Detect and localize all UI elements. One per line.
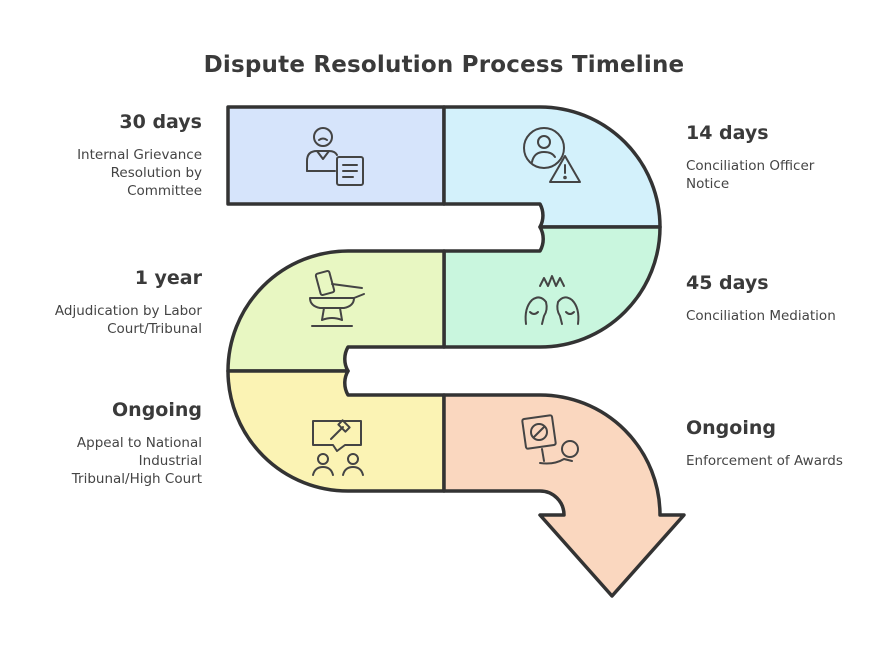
page-title: Dispute Resolution Process Timeline	[203, 52, 685, 78]
stage-label-2: 14 days Conciliation Officer Notice	[686, 121, 876, 193]
stage-segment-5	[226, 369, 446, 493]
stage-duration: 45 days	[686, 272, 769, 294]
stage-description: Internal Grievance Resolution by Committ…	[77, 147, 202, 199]
person-document-icon	[306, 127, 364, 186]
stage-duration: 14 days	[686, 122, 769, 144]
stage-segment-1	[226, 105, 446, 206]
stage-description: Conciliation Officer Notice	[686, 158, 815, 192]
stage-label-4: 1 year Adjudication by Labor Court/Tribu…	[2, 266, 202, 338]
people-talking-icon	[524, 275, 580, 325]
stage-segment-6	[442, 393, 686, 598]
gavel-anvil-icon	[309, 270, 365, 327]
stage-description: Adjudication by Labor Court/Tribunal	[54, 303, 202, 337]
stage-description: Appeal to National Industrial Tribunal/H…	[71, 435, 202, 487]
stage-label-5: Ongoing Appeal to National Industrial Tr…	[2, 398, 202, 488]
stage-segment-4	[226, 249, 446, 373]
user-warning-icon	[523, 127, 581, 183]
stage-segment-3	[442, 225, 662, 349]
stage-duration: Ongoing	[686, 417, 776, 439]
stage-label-3: 45 days Conciliation Mediation	[686, 271, 876, 325]
stage-label-1: 30 days Internal Grievance Resolution by…	[2, 110, 202, 200]
protest-sign-icon	[521, 414, 579, 465]
stage-duration: 1 year	[134, 267, 202, 289]
stage-duration: Ongoing	[112, 399, 202, 421]
stage-label-6: Ongoing Enforcement of Awards	[686, 416, 876, 470]
appeal-meeting-icon	[312, 419, 364, 476]
stage-description: Conciliation Mediation	[686, 308, 836, 324]
stage-description: Enforcement of Awards	[686, 453, 843, 469]
stage-duration: 30 days	[119, 111, 202, 133]
